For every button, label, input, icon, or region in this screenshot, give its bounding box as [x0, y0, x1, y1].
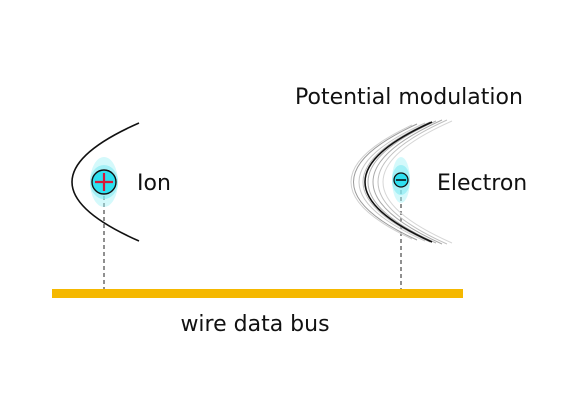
electron-particle: [392, 157, 410, 203]
ion-potential-curve: [71, 122, 140, 242]
ion-label: Ion: [137, 171, 171, 196]
wire-data-bus: [52, 289, 463, 298]
potential-modulation-curves: [350, 119, 453, 245]
potential-modulation-label: Potential modulation: [295, 85, 523, 110]
plus-sign-icon: [95, 173, 113, 191]
bus-label: wire data bus: [180, 312, 329, 337]
electron-label: Electron: [437, 171, 527, 196]
ion-particle: [90, 157, 118, 207]
electron-potential-curve: [364, 121, 433, 243]
